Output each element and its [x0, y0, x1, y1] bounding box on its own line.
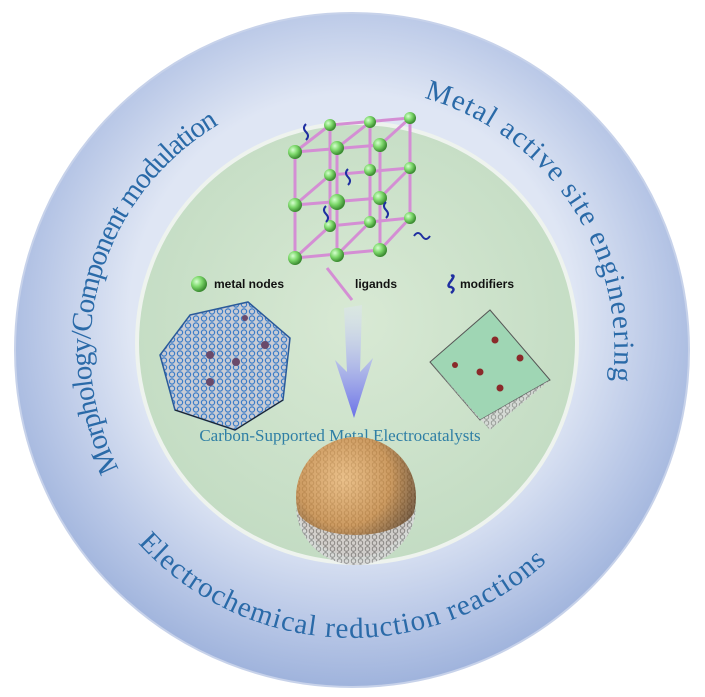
modifier-squiggles [303, 123, 431, 240]
metal-node-spheres [288, 112, 416, 265]
legend-modifiers: modifiers [460, 277, 514, 291]
legend-metal-nodes: metal nodes [214, 277, 284, 291]
legend-ligands: ligands [355, 277, 397, 291]
center-title: Carbon-Supported Metal Electrocatalysts [199, 426, 480, 445]
metal-node-legend-icon [191, 276, 207, 292]
ligand-legend-icon [325, 267, 354, 301]
carbon-polyhedron-illustration [159, 301, 291, 431]
modifier-legend-icon [447, 274, 455, 294]
carbon-sphere-illustration [296, 437, 416, 565]
down-arrow-icon [335, 305, 373, 418]
carbon-octahedron-illustration [429, 309, 551, 430]
